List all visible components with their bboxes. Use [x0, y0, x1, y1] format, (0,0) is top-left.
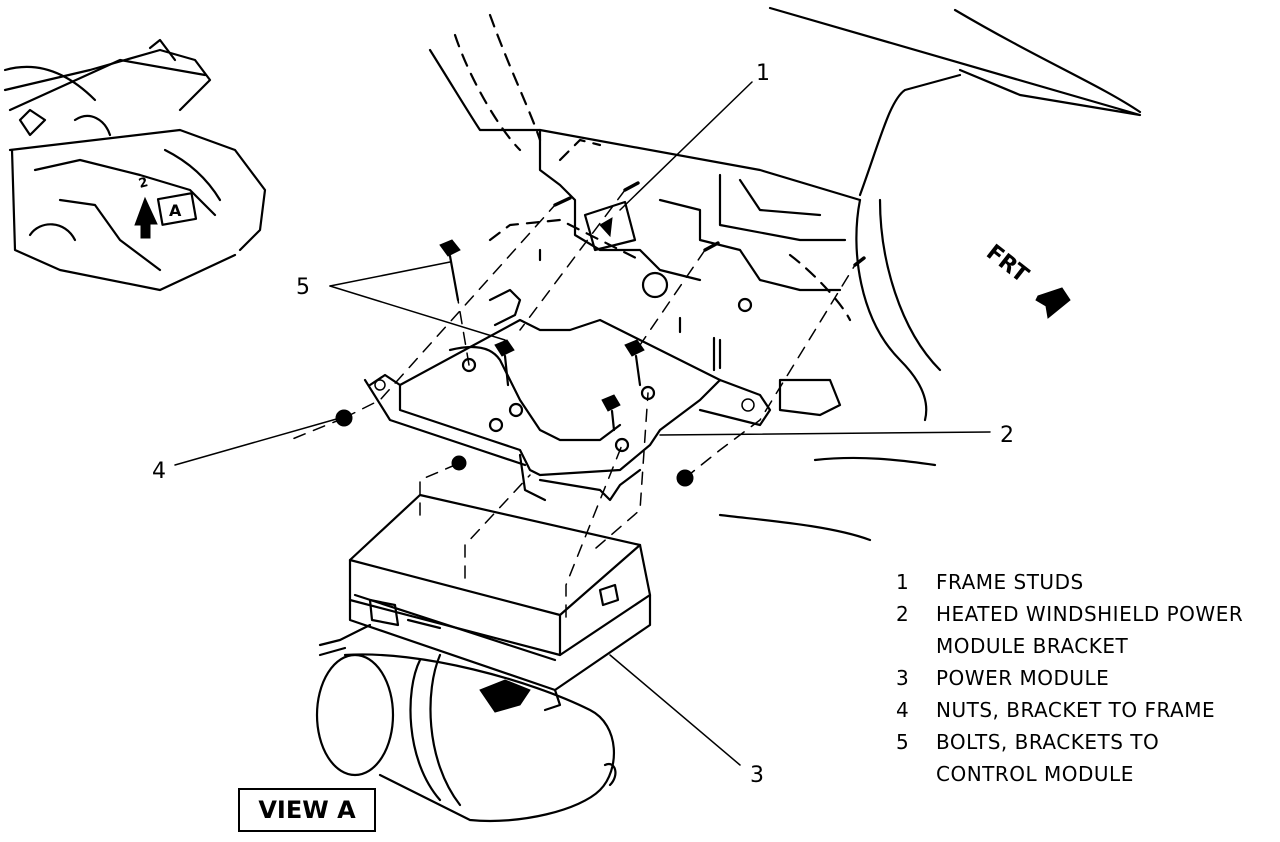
- view-label: VIEW A: [238, 788, 376, 832]
- legend-item-number: 2: [896, 602, 910, 626]
- legend-item: 5 BOLTS, BRACKETS TO CONTROL MODULE: [896, 726, 1276, 790]
- nut-3: [451, 455, 467, 471]
- callout-4: 4: [152, 459, 166, 484]
- inset-view-letter: A: [169, 201, 182, 220]
- legend-item-text: HEATED WINDSHIELD POWER MODULE BRACKET: [936, 602, 1244, 658]
- front-direction-label: FRT: [981, 240, 1033, 288]
- bolts: [439, 239, 645, 432]
- legend-item-number: 3: [896, 666, 910, 690]
- assembly-alignment-lines: [289, 189, 856, 618]
- bolt-4: [601, 394, 621, 432]
- legend-item-number: 1: [896, 570, 910, 594]
- legend-item-number: 4: [896, 698, 910, 722]
- legend-item-number: 5: [896, 730, 910, 754]
- bolt-1: [439, 239, 461, 302]
- callout-5: 5: [296, 275, 310, 300]
- legend-item: 2 HEATED WINDSHIELD POWER MODULE BRACKET: [896, 598, 1276, 662]
- body-panel-outline: [428, 6, 1142, 542]
- callout-3: 3: [750, 763, 764, 788]
- legend-item-text: BOLTS, BRACKETS TO CONTROL MODULE: [936, 730, 1160, 786]
- front-arrow-icon: [1035, 287, 1071, 319]
- inset-view-a-box: [156, 192, 198, 226]
- legend-item: 4 NUTS, BRACKET TO FRAME: [896, 694, 1276, 726]
- vehicle-inset-view: [3, 38, 267, 292]
- frame-studs: [553, 181, 866, 267]
- bolt-2: [494, 339, 515, 387]
- callout-1: 1: [756, 61, 770, 86]
- legend-item-text: NUTS, BRACKET TO FRAME: [936, 698, 1216, 722]
- parts-legend: 1 FRAME STUDS 2 HEATED WINDSHIELD POWER …: [896, 566, 1276, 790]
- legend-item-text: POWER MODULE: [936, 666, 1110, 690]
- bolt-3: [624, 339, 645, 387]
- legend-item: 3 POWER MODULE: [896, 662, 1276, 694]
- callout-leaders: [174, 81, 991, 766]
- legend-item: 1 FRAME STUDS: [896, 566, 1276, 598]
- front-direction-indicator: FRT: [981, 240, 1071, 319]
- power-module-connector: [479, 679, 531, 713]
- legend-item-text: FRAME STUDS: [936, 570, 1084, 594]
- power-module-bracket: [363, 288, 772, 502]
- inset-arrow-number: 2: [137, 175, 150, 192]
- power-module: [318, 493, 652, 713]
- inset-arrow-icon: [134, 196, 158, 239]
- callout-2: 2: [1000, 423, 1014, 448]
- washer-fluid-cylinder: [315, 653, 617, 823]
